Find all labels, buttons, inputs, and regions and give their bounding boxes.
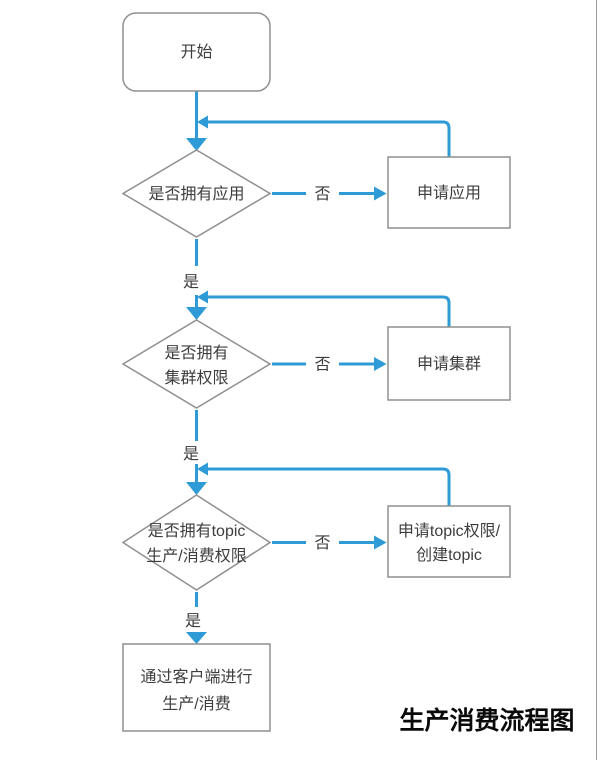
decision-shape bbox=[121, 319, 272, 409]
edge-line bbox=[207, 295, 451, 327]
start-shape bbox=[122, 12, 271, 92]
decision-topic-label-line2: 生产/消费权限 bbox=[146, 547, 246, 565]
edge-decision-topic-yes: 是 bbox=[185, 592, 207, 644]
arrow-down-icon bbox=[186, 138, 207, 151]
process-shape bbox=[387, 505, 511, 578]
decision-has-topic-permission: 是否拥有topic 生产/消费权限 bbox=[121, 494, 272, 591]
edge-label-yes: 是 bbox=[183, 274, 199, 291]
arrow-down-icon bbox=[186, 482, 207, 495]
edge-label-yes: 是 bbox=[185, 613, 201, 630]
edge-decision-app-yes: 是 bbox=[183, 239, 207, 320]
process-apply-topic-label-line2: 创建topic bbox=[416, 546, 482, 564]
edge-decision-cluster-no: 否 bbox=[272, 357, 387, 374]
arrow-right-icon bbox=[374, 357, 387, 371]
arrow-right-icon bbox=[374, 186, 387, 201]
decision-shape bbox=[121, 149, 272, 238]
process-apply-app: 申请应用 bbox=[387, 156, 511, 229]
decision-cluster-label-line1: 是否拥有 bbox=[164, 344, 228, 362]
node-start: 开始 bbox=[122, 12, 271, 92]
process-produce-consume-label-line2: 生产/消费 bbox=[162, 695, 230, 713]
edge-line bbox=[207, 467, 451, 506]
decision-has-cluster-permission: 是否拥有 集群权限 bbox=[121, 319, 272, 409]
process-apply-topic-label-line1: 申请topic权限/ bbox=[398, 522, 501, 540]
edge-apply-cluster-feedback bbox=[197, 290, 451, 327]
decision-topic-label-line1: 是否拥有topic bbox=[148, 522, 246, 540]
decision-has-app-label: 是否拥有应用 bbox=[148, 184, 244, 203]
process-shape bbox=[122, 643, 271, 732]
arrow-left-icon bbox=[197, 290, 208, 304]
edge-label-yes: 是 bbox=[183, 446, 199, 463]
edge-decision-topic-no: 否 bbox=[272, 535, 387, 552]
process-shape bbox=[387, 156, 511, 229]
edge-label-no: 否 bbox=[314, 186, 330, 203]
process-apply-cluster: 申请集群 bbox=[387, 326, 511, 401]
edge-label-no: 否 bbox=[314, 357, 330, 374]
process-produce-consume: 通过客户端进行 生产/消费 bbox=[122, 643, 271, 732]
process-apply-app-label: 申请应用 bbox=[417, 183, 481, 202]
decision-shape bbox=[121, 494, 272, 591]
arrow-left-icon bbox=[197, 115, 208, 129]
process-shape bbox=[387, 326, 511, 401]
node-start-label: 开始 bbox=[180, 43, 212, 61]
edge-apply-app-feedback bbox=[197, 115, 451, 157]
arrow-down-icon bbox=[186, 632, 207, 644]
diagram-title: 生产消费流程图 bbox=[399, 707, 574, 735]
edge-label-no: 否 bbox=[314, 535, 330, 552]
arrow-right-icon bbox=[374, 535, 387, 550]
edge-apply-topic-feedback bbox=[197, 462, 451, 506]
arrow-left-icon bbox=[197, 462, 208, 476]
decision-has-app: 是否拥有应用 bbox=[121, 149, 272, 238]
process-produce-consume-label-line1: 通过客户端进行 bbox=[140, 668, 252, 686]
edge-line bbox=[207, 120, 451, 157]
process-apply-cluster-label: 申请集群 bbox=[417, 355, 481, 373]
edge-decision-app-no: 否 bbox=[272, 186, 387, 203]
process-apply-topic: 申请topic权限/ 创建topic bbox=[387, 505, 511, 578]
edge-decision-cluster-yes: 是 bbox=[183, 410, 207, 495]
arrow-down-icon bbox=[186, 307, 207, 320]
decision-cluster-label-line2: 集群权限 bbox=[164, 369, 228, 387]
edge-start-to-decision-app bbox=[186, 91, 207, 151]
